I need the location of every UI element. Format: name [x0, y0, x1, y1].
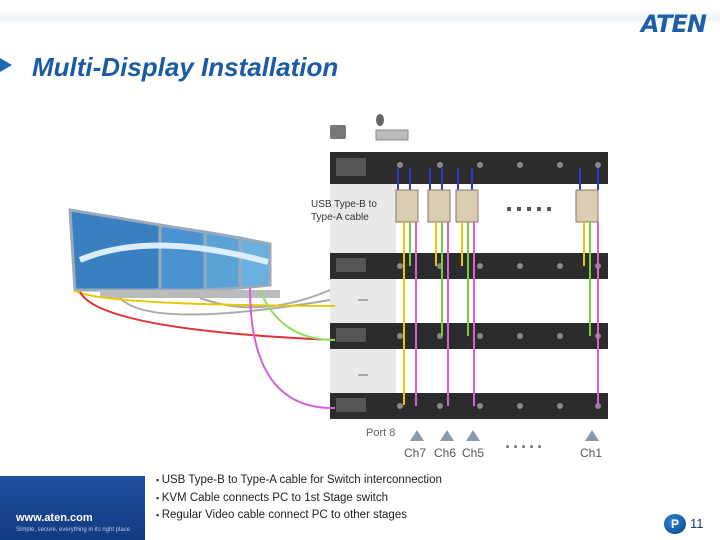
kvm-switch-stage1	[330, 152, 608, 184]
footer-url[interactable]: www.aten.com	[16, 512, 93, 524]
bullet-item: USB Type-B to Type-A cable for Switch in…	[156, 472, 442, 490]
channel-ellipsis: .....	[505, 432, 546, 452]
stage-links	[358, 299, 368, 376]
ch5-arrow-icon	[466, 430, 480, 441]
installation-diagram	[68, 114, 608, 419]
bullet-list: USB Type-B to Type-A cable for Switch in…	[156, 472, 442, 525]
footer-tagline: Simple, secure, everything in its right …	[16, 527, 131, 533]
pc-tower-icon	[395, 189, 599, 223]
rack-background	[330, 175, 396, 400]
kvm-switch-stage4	[330, 393, 608, 419]
usb-cable-label-line2: Type-A cable	[311, 212, 369, 223]
monitor-cables	[74, 287, 336, 410]
bullet-item: Regular Video cable connect PC to other …	[156, 507, 442, 525]
ch5-label: Ch5	[462, 446, 485, 460]
ch7-arrow-icon	[410, 430, 424, 441]
ch6-label: Ch6	[434, 446, 457, 460]
port8-label: Port 8	[366, 427, 396, 439]
usb-cables	[397, 168, 599, 190]
footer-band	[0, 476, 145, 540]
aten-logo: ATEN	[640, 10, 707, 38]
ch7-label: Ch7	[404, 446, 427, 460]
page-title: Multi-Display Installation	[32, 52, 339, 82]
ch6-arrow-icon	[440, 430, 454, 441]
multi-monitor-icon	[68, 208, 280, 298]
pc-cables	[403, 222, 599, 406]
title-marker-icon	[0, 58, 12, 72]
ch1-arrow-icon	[585, 430, 599, 441]
usb-cable-label-line1: USB Type-B to	[311, 199, 377, 210]
page-badge-icon: P	[664, 514, 686, 534]
bullet-item: KVM Cable connects PC to 1st Stage switc…	[156, 490, 442, 508]
header-rule	[0, 10, 720, 24]
page-number: 11	[690, 516, 704, 531]
usb-cable-label: USB Type-B to Type-A cable	[311, 198, 391, 224]
ch1-label: Ch1	[580, 446, 603, 460]
keyboard-mouse-icon	[330, 114, 409, 141]
